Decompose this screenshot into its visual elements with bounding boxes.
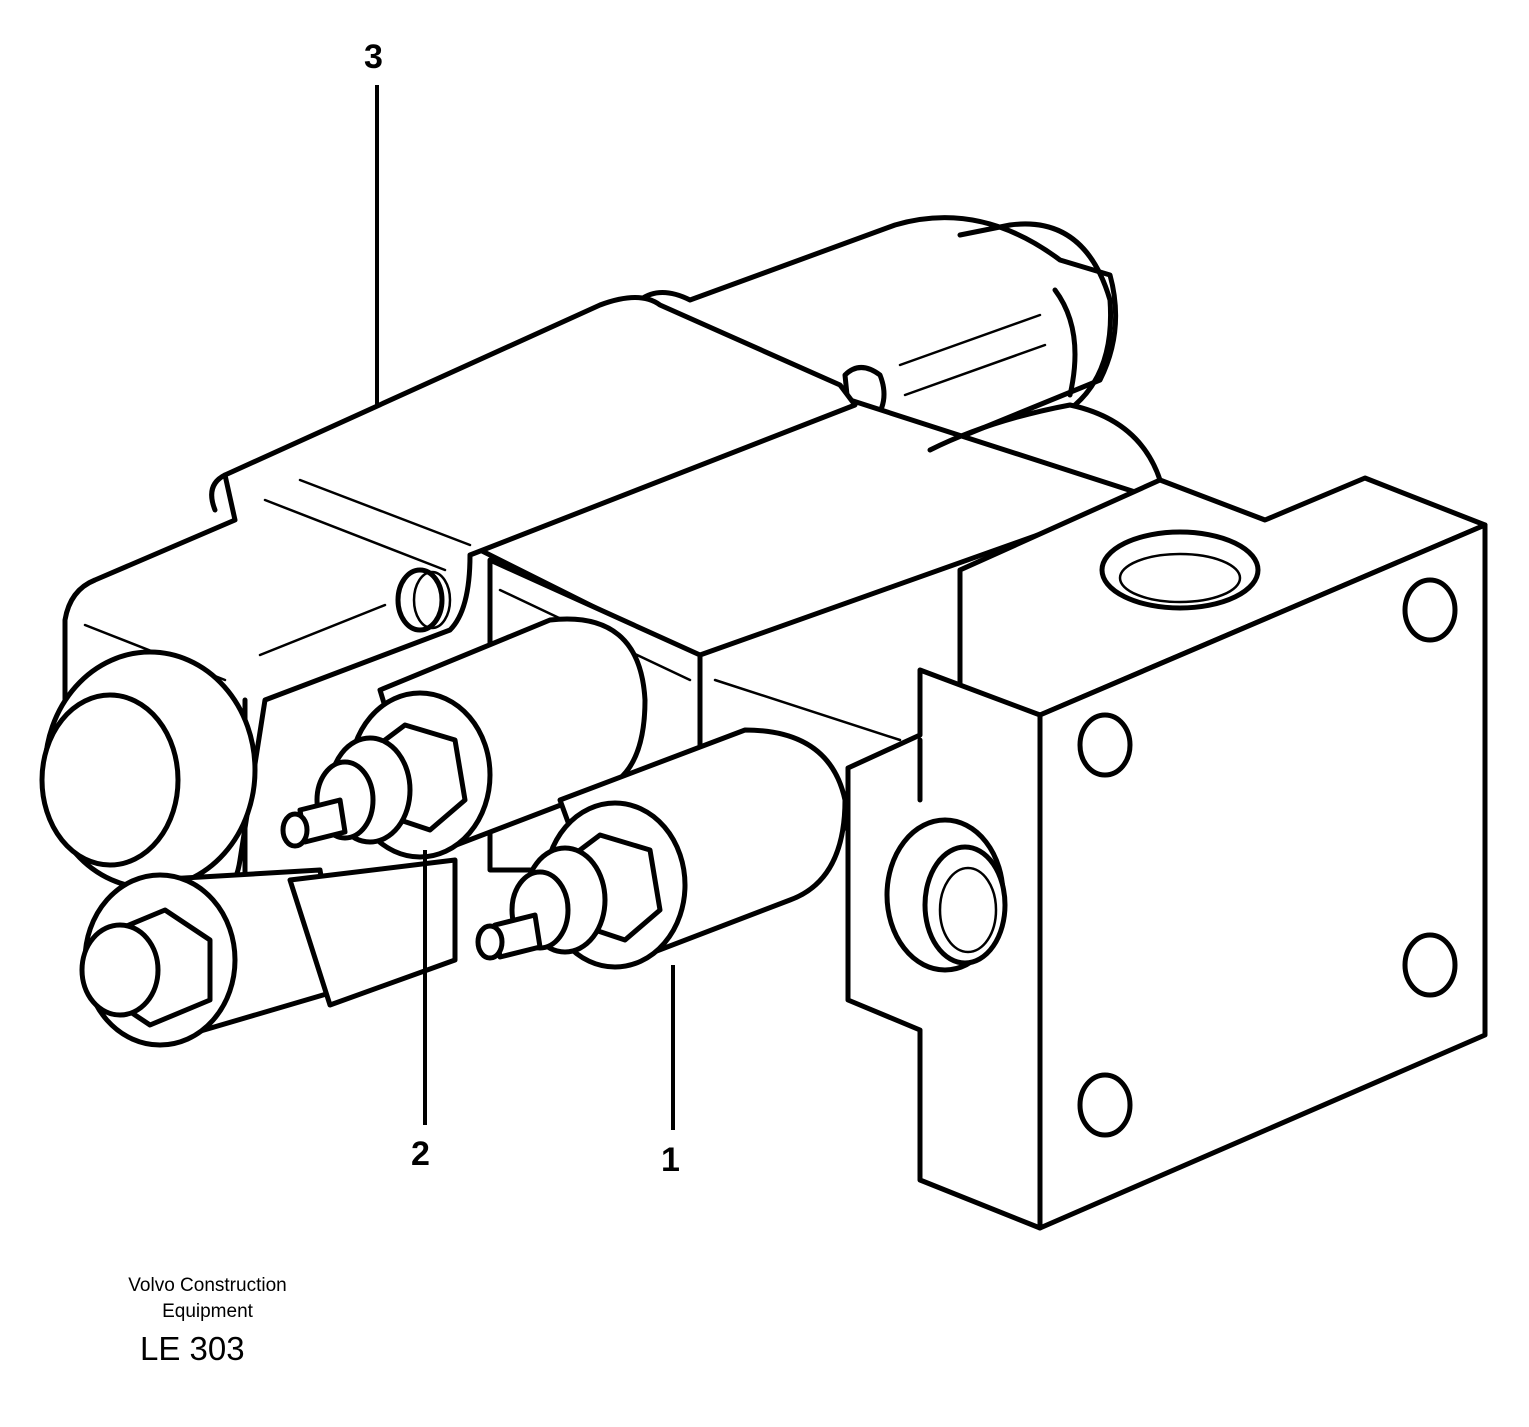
main-solenoid xyxy=(39,295,858,903)
manifold-block xyxy=(845,475,1488,1231)
callout-3: 3 xyxy=(364,38,383,76)
callout-1: 1 xyxy=(661,1141,680,1179)
rear-solenoid xyxy=(637,215,1119,473)
lower-plug xyxy=(79,857,458,1048)
company-name: Volvo Construction Equipment xyxy=(100,1273,315,1325)
drawing-code: LE 303 xyxy=(140,1330,245,1367)
callout-2: 2 xyxy=(411,1135,430,1173)
company-line-2: Equipment xyxy=(162,1301,253,1322)
company-line-1: Volvo Construction xyxy=(128,1275,287,1296)
cartridge-valve-1 xyxy=(475,727,848,970)
